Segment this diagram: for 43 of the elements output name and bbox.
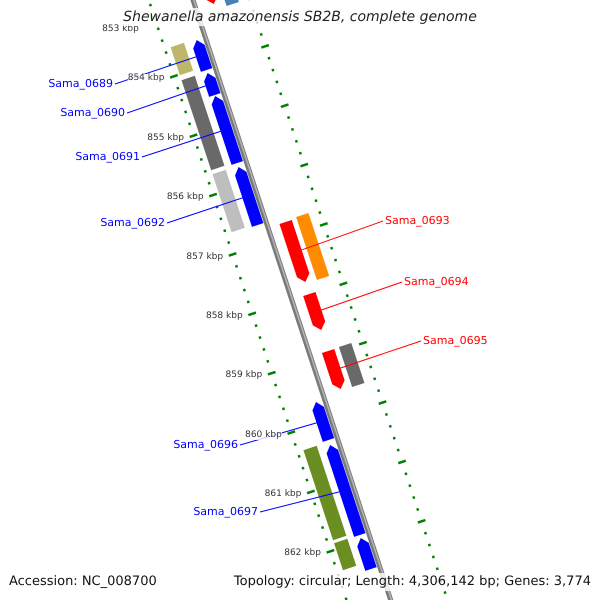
gene-label: Sama_0695 xyxy=(423,334,488,347)
scale-label: 859 kbp xyxy=(226,371,262,380)
leader-line xyxy=(340,340,422,368)
gene-feature xyxy=(326,445,366,537)
gene-feature xyxy=(193,40,212,72)
gene-feature xyxy=(212,170,245,232)
scale-label: 860 kbp xyxy=(245,430,282,440)
gene-feature xyxy=(322,348,345,389)
gene-feature xyxy=(357,538,377,571)
scale-label: 856 kbp xyxy=(166,193,204,202)
gene-feature xyxy=(212,96,243,165)
scale-label: 862 kbp xyxy=(284,549,321,558)
leader-line xyxy=(166,197,243,224)
gene-label: Sama_0694 xyxy=(404,275,469,288)
gene-label: Sama_0689 xyxy=(48,77,113,90)
gene-feature xyxy=(182,76,224,170)
gene-feature xyxy=(303,446,346,540)
leader-line xyxy=(126,85,206,114)
scale-label: 861 kbp xyxy=(264,490,302,500)
gene-label: Sama_0690 xyxy=(60,106,125,119)
gene-label: Sama_0692 xyxy=(100,216,165,229)
leader-line xyxy=(301,220,384,250)
gene-label: Sama_0693 xyxy=(385,214,450,227)
gene-feature xyxy=(204,73,221,97)
gene-label: Sama_0697 xyxy=(193,505,258,518)
scale-label: 853 kbp xyxy=(102,25,139,34)
gene-label: Sama_0696 xyxy=(173,438,238,451)
gene-label: Sama_0691 xyxy=(75,150,140,163)
scale-label: 858 kbp xyxy=(206,312,243,321)
leader-line xyxy=(260,491,340,512)
leader-line xyxy=(142,130,221,158)
scale-label: 854 kbp xyxy=(128,74,164,84)
gene-feature xyxy=(296,212,330,280)
gene-feature xyxy=(279,220,310,282)
scale-label: 855 kbp xyxy=(147,134,184,143)
gene-feature xyxy=(303,292,326,330)
gene-feature xyxy=(334,538,356,570)
gene-feature xyxy=(235,167,264,227)
gene-feature xyxy=(170,42,194,76)
leader-line xyxy=(320,282,402,310)
gene-feature xyxy=(338,342,364,388)
gene-feature xyxy=(312,402,334,442)
scale-label: 857 kbp xyxy=(186,252,224,262)
